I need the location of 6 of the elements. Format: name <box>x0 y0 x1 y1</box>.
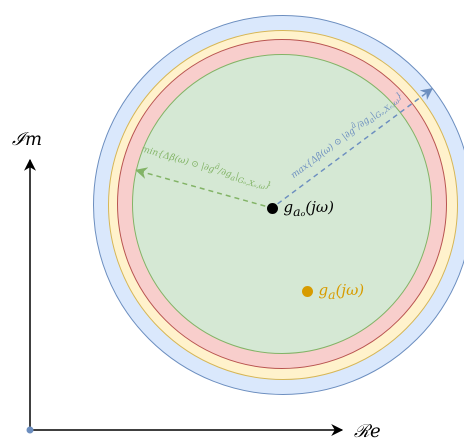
point-label: g$_{a}$(jω) <box>318 280 364 302</box>
dashed-arrow <box>277 88 433 204</box>
axis-label: ℐm <box>12 128 42 150</box>
dashed-arrow <box>135 167 266 207</box>
axis-label: ℛe <box>354 420 381 442</box>
point-label: g$_{aₒ}$(jω) <box>284 198 334 218</box>
